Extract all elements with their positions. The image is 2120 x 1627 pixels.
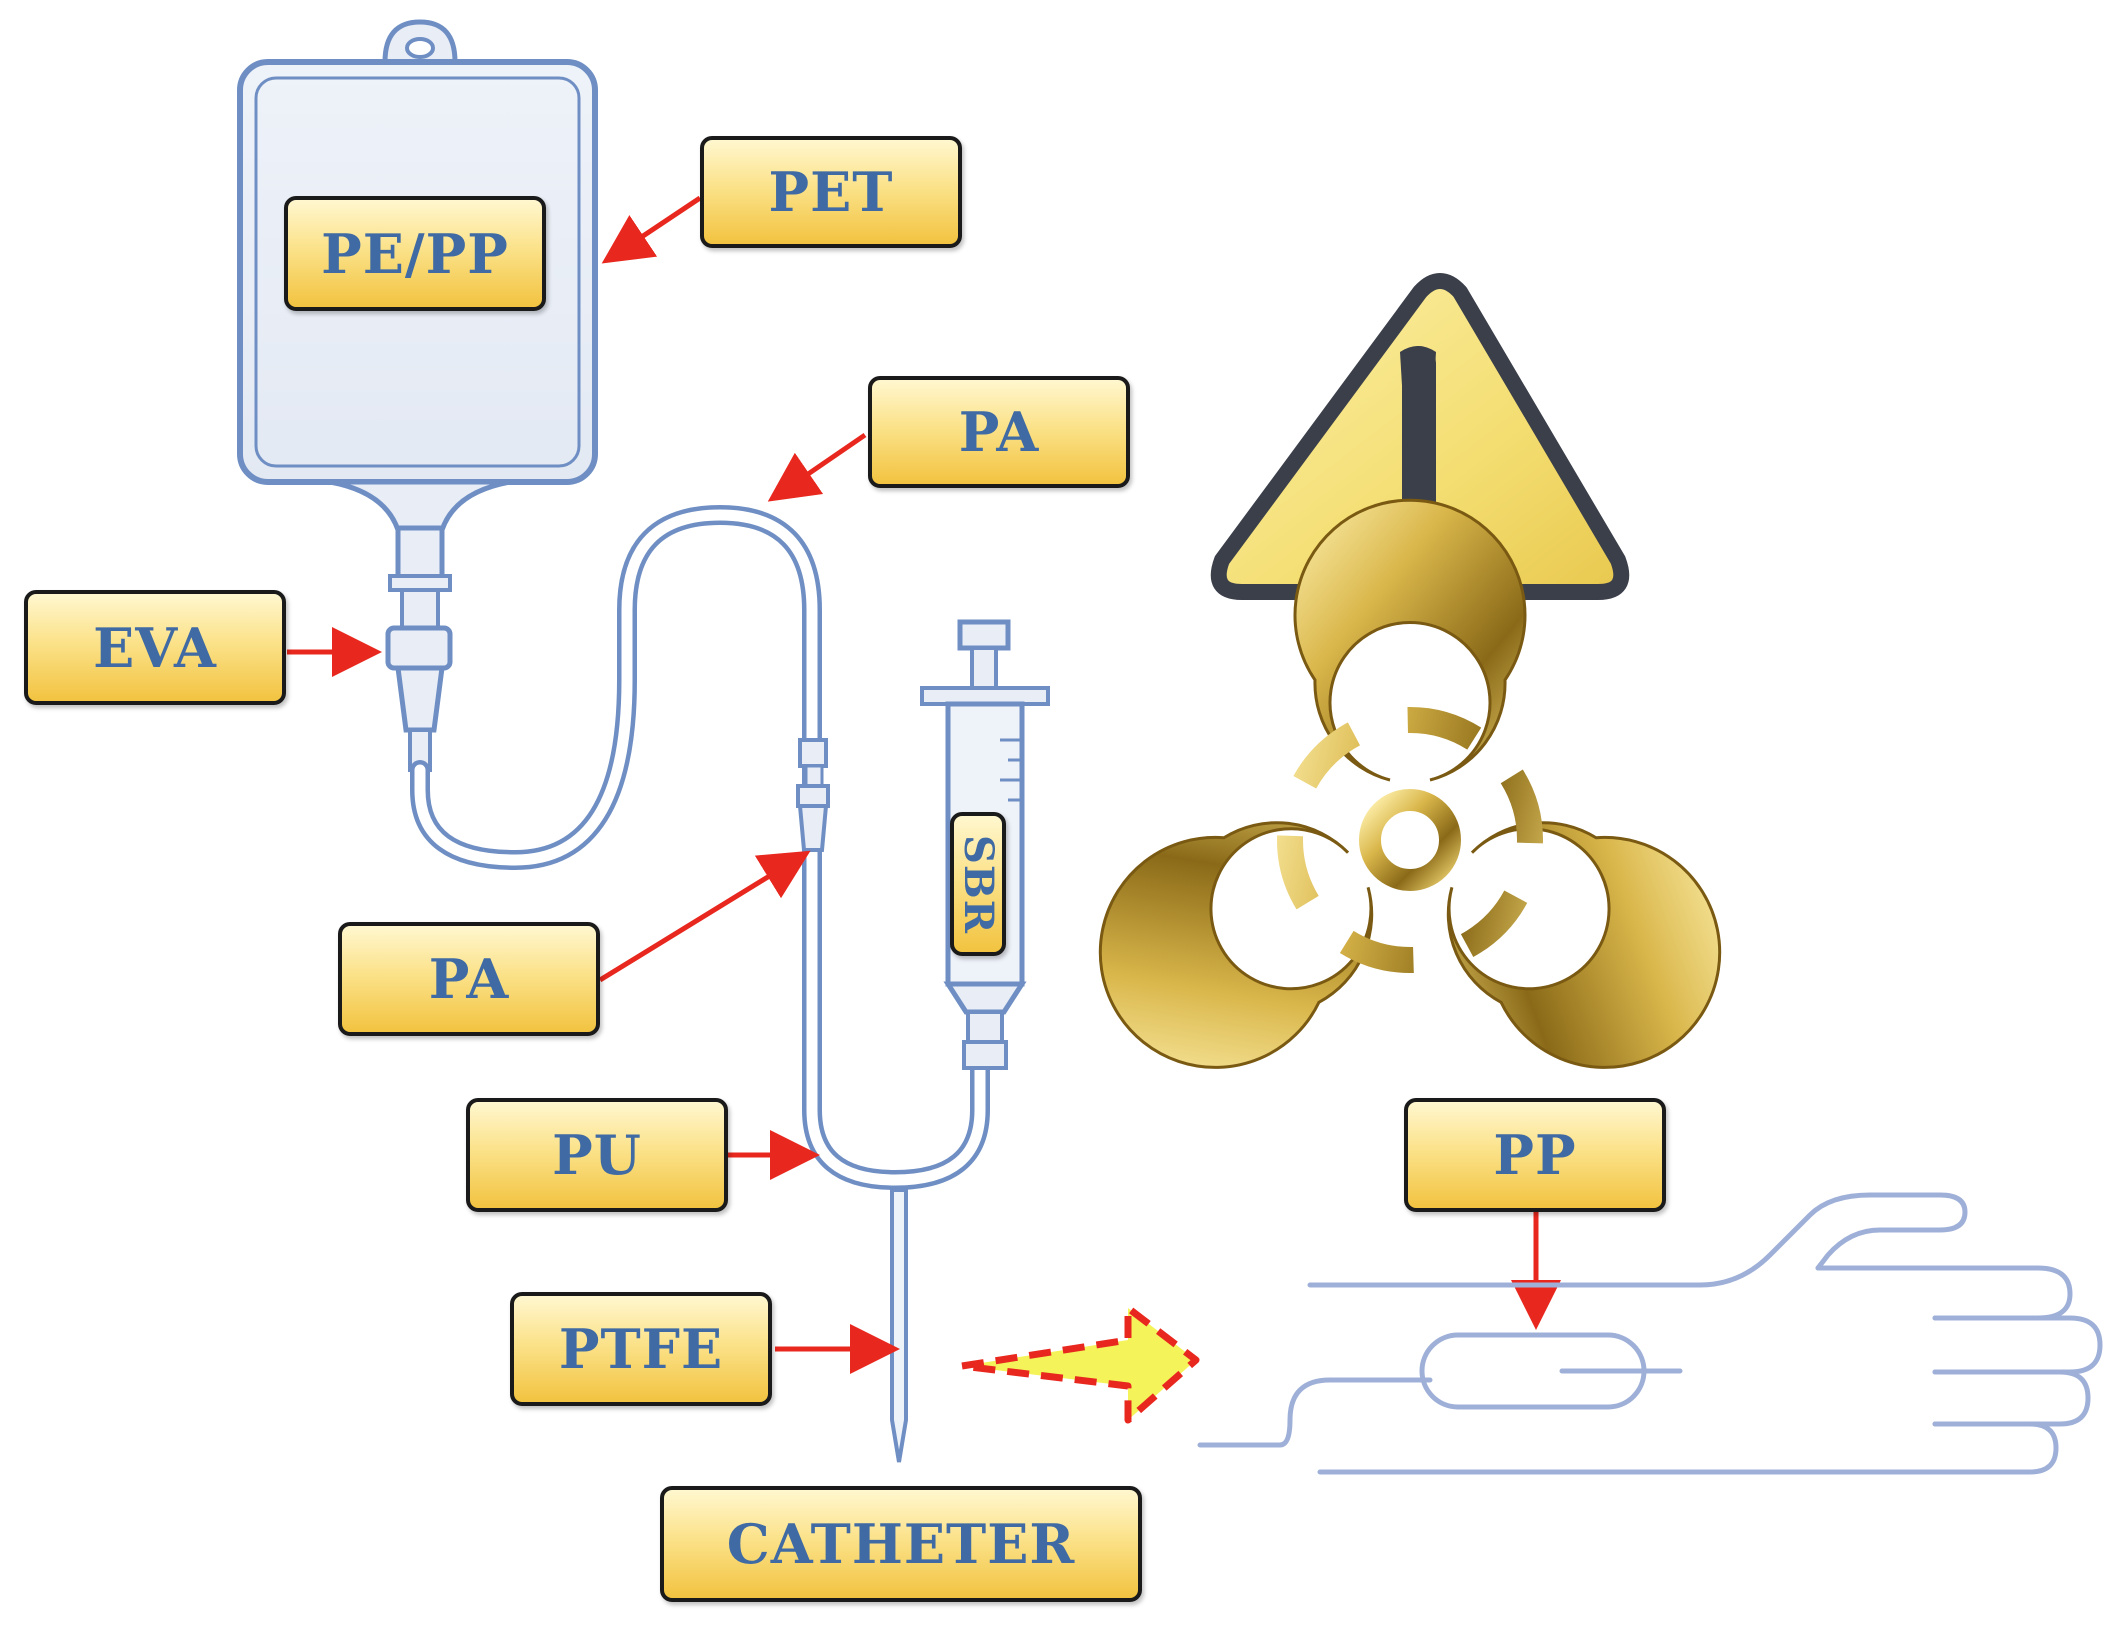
biohazard-icon [1098,498,1722,1069]
label-pu: PU [466,1098,728,1212]
label-sbr-text: SBR [954,834,1002,934]
catheter-needle [890,1188,908,1463]
iv-bag-icon [237,19,598,772]
arrow-pa-lower [598,850,811,983]
label-catheter: CATHETER [660,1486,1142,1602]
arm-with-iv-cannula-icon [1197,1192,2103,1475]
arrow-pa-upper [767,432,867,502]
transfer-arrow [958,1304,1200,1424]
label-eva: EVA [24,590,286,705]
label-ptfe: PTFE [510,1292,772,1406]
arrow-pet [601,195,702,264]
label-sbr: SBR [950,812,1006,956]
syringe-icon [920,619,1050,1070]
label-pa-lower: PA [338,922,600,1036]
label-pp: PP [1404,1098,1666,1212]
label-pe-pp: PE/PP [284,196,546,311]
label-pet: PET [700,136,962,248]
label-pa-upper: PA [868,376,1130,488]
pointer-arrows [287,195,1561,1374]
iv-tubing [410,504,990,1191]
warning-triangle-icon [1210,273,1630,600]
